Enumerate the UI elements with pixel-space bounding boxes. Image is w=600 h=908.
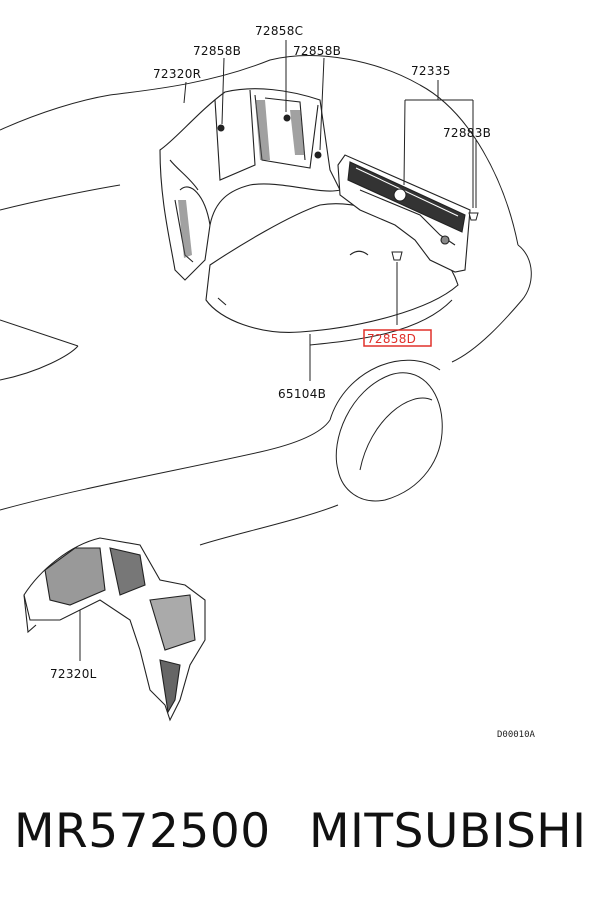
trunk-side-trim-left	[23, 537, 206, 722]
callout-labels: 72858C 72858B 72858B 72320R 72335 72883B…	[50, 24, 536, 740]
clip-72858d	[391, 251, 403, 261]
callout-65104b: 65104B	[278, 387, 326, 401]
callout-72320l: 72320L	[50, 667, 97, 681]
callout-72858b-right: 72858B	[293, 44, 341, 58]
clip-72883b	[468, 212, 479, 221]
rear-trim-panel	[337, 154, 471, 273]
clip-72858b-left	[217, 124, 225, 132]
callout-highlight-box	[363, 329, 432, 347]
callout-72335: 72335	[411, 64, 451, 78]
brand-name: MITSUBISHI	[309, 804, 587, 859]
callout-72883b: 72883B	[443, 126, 491, 140]
part-number: MR572500	[14, 804, 271, 859]
callout-72858c: 72858C	[255, 24, 303, 38]
clip-72858b-right	[314, 151, 322, 159]
clips	[217, 114, 479, 261]
callout-72858d: 72858D	[367, 332, 416, 346]
diagram-code: D00010A	[497, 730, 536, 740]
trunk-side-trim-right-shading	[178, 100, 305, 258]
callout-72858b-left: 72858B	[193, 44, 241, 58]
clip-72858c	[283, 114, 291, 122]
car-body-outline	[0, 55, 532, 546]
callout-72320r: 72320R	[153, 67, 201, 81]
leader-lines	[79, 40, 477, 661]
